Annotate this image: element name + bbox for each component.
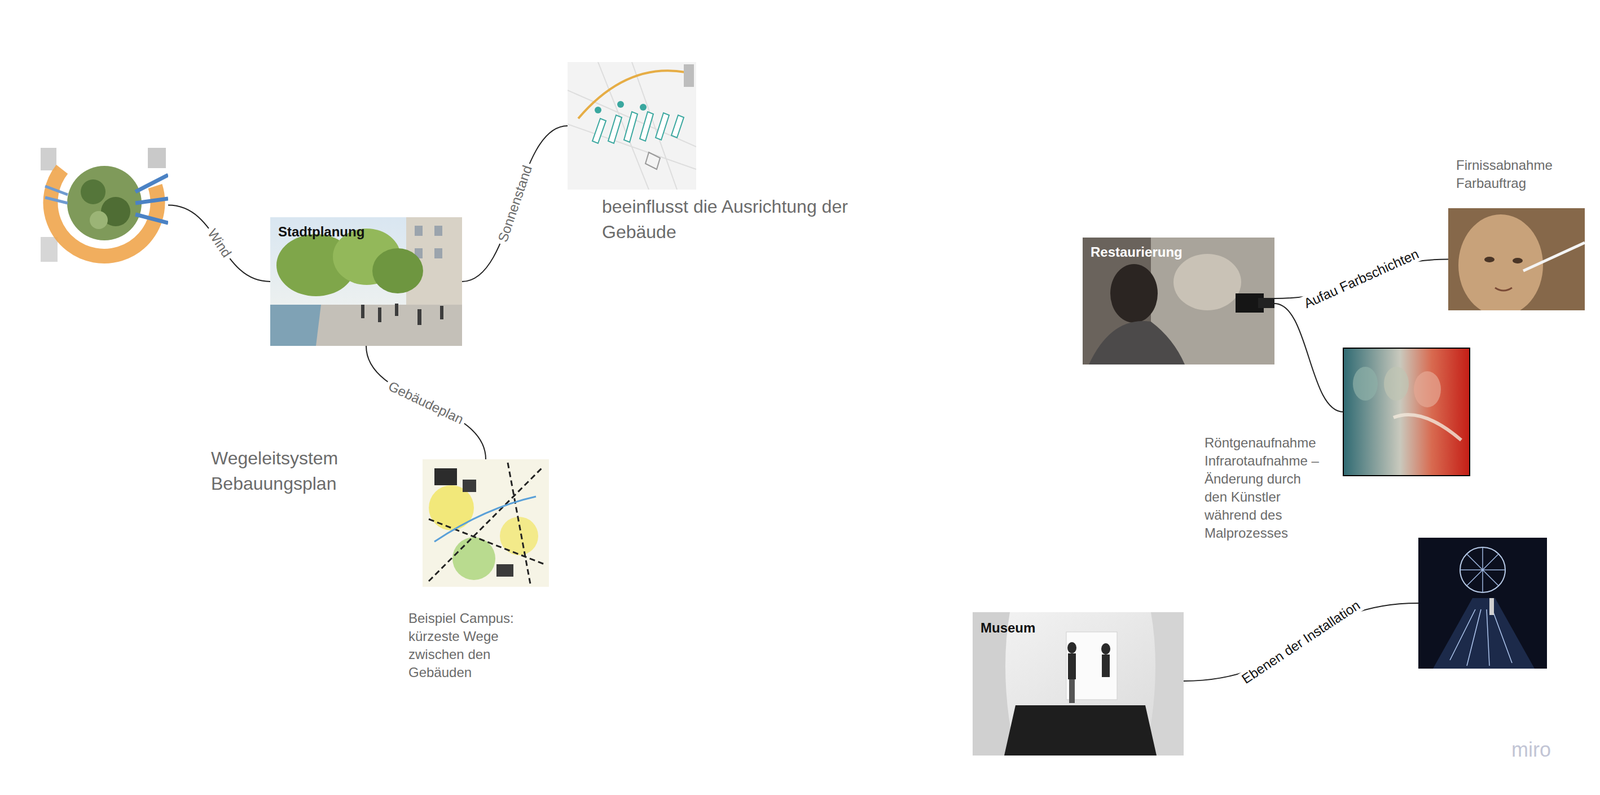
edge-label: Wind	[202, 223, 236, 263]
topic-title: Museum	[980, 620, 1150, 636]
edge-label: Ebenen der Installation	[1236, 595, 1366, 689]
varnish-detail-photo	[1448, 208, 1585, 311]
image-caption: Beispiel Campus: kürzeste Wege zwischen …	[408, 609, 525, 682]
campus-plan-image	[422, 459, 549, 587]
connector	[462, 125, 568, 282]
edge-label: Aufau Farbschichten	[1298, 244, 1424, 313]
image-card: Firnissabnahme Farbauftrag	[1448, 208, 1585, 311]
note-text: Wegeleitsystem Bebauungsplan	[211, 445, 369, 497]
street-photo	[270, 217, 463, 346]
image-caption: beeinflusst die Ausrichtung der Gebäude	[601, 194, 851, 245]
edge-label: Sonnenstand	[493, 160, 536, 247]
image-card	[38, 144, 169, 266]
image-caption: Röntgenaufnahme Infrarotaufnahme – Änder…	[1204, 433, 1321, 543]
connector	[168, 205, 271, 283]
restoration-photo	[1082, 237, 1275, 365]
image-caption: Firnissabnahme Farbauftrag	[1456, 156, 1581, 193]
edge-label: Gebäudeplan	[383, 376, 469, 429]
topic-card: Restaurierung	[1082, 237, 1275, 365]
topic-title: Restaurierung	[1090, 244, 1260, 261]
topic-title: Stadtplanung	[278, 223, 448, 240]
image-card: beeinflusst die Ausrichtung der Gebäude	[567, 62, 697, 190]
topic-card: Museum	[972, 612, 1184, 756]
installation-photo	[1418, 537, 1547, 669]
wind-map-image	[38, 144, 169, 266]
connector	[1274, 303, 1344, 412]
image-card	[1418, 537, 1547, 669]
xray-infrared-image	[1343, 348, 1470, 476]
topic-card: Stadtplanung	[270, 217, 463, 346]
museum-photo	[972, 612, 1184, 756]
image-card: Beispiel Campus: kürzeste Wege zwischen …	[422, 459, 549, 587]
sun-study-image	[567, 62, 697, 190]
connector	[366, 345, 486, 460]
image-card: Röntgenaufnahme Infrarotaufnahme – Änder…	[1343, 348, 1470, 476]
watermark: miro	[1511, 737, 1591, 762]
